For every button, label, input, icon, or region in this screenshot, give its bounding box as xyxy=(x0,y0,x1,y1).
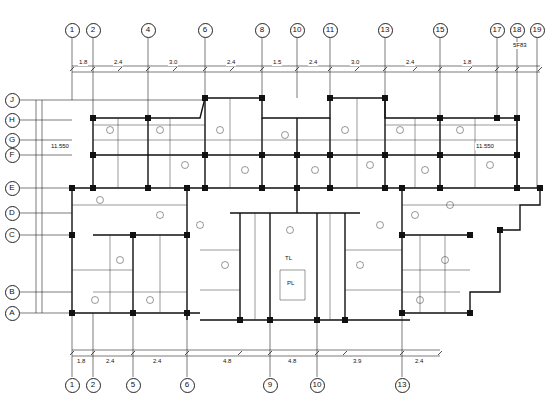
dimension-text: 2.4 xyxy=(113,59,123,66)
axis-label: A xyxy=(9,309,14,317)
dimension-text: 4.8 xyxy=(222,358,232,365)
axis-bubble: B xyxy=(5,285,20,300)
axis-bubble: 2 xyxy=(86,378,101,393)
level-note: 11.550 xyxy=(475,143,495,150)
dimension-lines xyxy=(36,66,540,356)
axis-bubble: 5 xyxy=(126,378,141,393)
axis-label: 6 xyxy=(203,26,207,34)
axis-bubble: D xyxy=(5,206,20,221)
columns xyxy=(69,95,543,323)
drawing-note: 5F83 xyxy=(512,42,528,49)
axis-label: 9 xyxy=(268,381,272,389)
beam-lines xyxy=(72,98,520,320)
axis-label: C xyxy=(9,231,15,239)
level-note: TL xyxy=(284,255,293,262)
walls xyxy=(72,98,540,320)
axis-bubble: 11 xyxy=(323,23,338,38)
dimension-text: 2.4 xyxy=(152,358,162,365)
axis-bubble: 10 xyxy=(310,378,325,393)
axis-label: 6 xyxy=(185,381,189,389)
axis-bubble: A xyxy=(5,306,20,321)
axis-label: J xyxy=(10,96,14,104)
dimension-text: 3.0 xyxy=(168,59,178,66)
level-note: PL xyxy=(286,280,295,287)
axis-bubble: 10 xyxy=(290,23,305,38)
axis-label: 15 xyxy=(436,26,445,34)
axis-bubble: C xyxy=(5,228,20,243)
axis-label: H xyxy=(9,116,15,124)
axis-label: 13 xyxy=(381,26,390,34)
axis-label: 10 xyxy=(293,26,302,34)
axis-label: 1 xyxy=(70,26,74,34)
dimension-text: 1.8 xyxy=(462,59,472,66)
axis-bubble: 2 xyxy=(86,23,101,38)
axis-bubble: 17 xyxy=(490,23,505,38)
level-note: 11.550 xyxy=(50,143,70,150)
axis-label: 13 xyxy=(398,381,407,389)
dimension-text: 2.4 xyxy=(414,358,424,365)
dimension-ticks xyxy=(70,67,542,355)
axis-bubble: 1 xyxy=(65,23,80,38)
axis-label: 19 xyxy=(533,26,542,34)
dimension-text: 2.4 xyxy=(226,59,236,66)
axis-label: 2 xyxy=(91,26,95,34)
axis-label: 18 xyxy=(513,26,522,34)
axis-label: 17 xyxy=(493,26,502,34)
axis-bubble: J xyxy=(5,93,20,108)
dimension-text: 3.0 xyxy=(350,59,360,66)
dimension-text: 4.8 xyxy=(287,358,297,365)
axis-label: E xyxy=(9,184,14,192)
axis-label: 2 xyxy=(91,381,95,389)
dimension-text: 2.4 xyxy=(405,59,415,66)
axis-label: 10 xyxy=(313,381,322,389)
dimension-text: 1.8 xyxy=(76,358,86,365)
dimension-text: 2.4 xyxy=(105,358,115,365)
callout-circles xyxy=(92,127,494,304)
axis-bubble: H xyxy=(5,113,20,128)
axis-label: 5 xyxy=(131,381,135,389)
axis-bubble: 6 xyxy=(180,378,195,393)
axis-bubble: 18 xyxy=(510,23,525,38)
axis-bubble: 4 xyxy=(141,23,156,38)
axis-label: G xyxy=(9,136,15,144)
axis-label: 1 xyxy=(70,381,74,389)
axis-bubble: 6 xyxy=(198,23,213,38)
axis-leaders xyxy=(20,38,537,377)
axis-label: F xyxy=(10,151,15,159)
axis-bubble: 1 xyxy=(65,378,80,393)
axis-bubble: 9 xyxy=(263,378,278,393)
axis-label: D xyxy=(9,209,15,217)
axis-bubble: E xyxy=(5,181,20,196)
axis-label: 4 xyxy=(146,26,150,34)
axis-bubble: F xyxy=(5,148,20,163)
axis-bubble: G xyxy=(5,133,20,148)
axis-bubble: 15 xyxy=(433,23,448,38)
axis-label: 8 xyxy=(260,26,264,34)
dimension-text: 3.9 xyxy=(352,358,362,365)
axis-bubble: 19 xyxy=(530,23,545,38)
dimension-text: 2.4 xyxy=(308,59,318,66)
axis-bubble: 13 xyxy=(395,378,410,393)
dimension-text: 1.5 xyxy=(272,59,282,66)
dimension-text: 1.8 xyxy=(78,59,88,66)
axis-label: 11 xyxy=(326,26,334,34)
axis-label: B xyxy=(9,288,14,296)
axis-bubble: 8 xyxy=(255,23,270,38)
axis-bubble: 13 xyxy=(378,23,393,38)
